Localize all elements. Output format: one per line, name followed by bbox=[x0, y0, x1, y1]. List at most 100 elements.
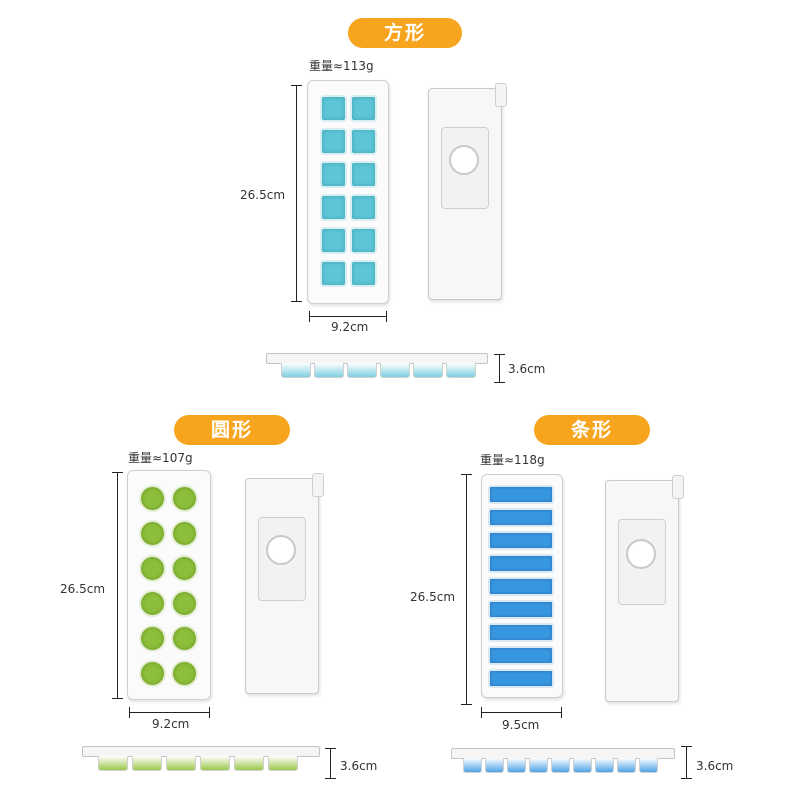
round-height-label: 26.5cm bbox=[60, 582, 106, 596]
square-depth-line bbox=[499, 354, 500, 382]
ice-cell-round bbox=[139, 555, 166, 582]
ice-cell-round bbox=[171, 555, 198, 582]
ice-cell-strip bbox=[488, 646, 554, 665]
strip-height-label: 26.5cm bbox=[410, 590, 456, 604]
ice-cell-square bbox=[350, 161, 377, 188]
square-height-line bbox=[296, 85, 297, 301]
strip-width-label: 9.5cm bbox=[502, 718, 540, 732]
strip-width-cap-left bbox=[481, 707, 482, 718]
round-width-cap-left bbox=[129, 707, 130, 718]
ice-cell-square bbox=[320, 227, 347, 254]
round-title: 圆形 bbox=[210, 419, 253, 441]
round-depth-label: 3.6cm bbox=[340, 759, 378, 773]
strip-depth-cap-top bbox=[681, 746, 692, 747]
ice-cell-strip bbox=[488, 600, 554, 619]
lid-tab bbox=[672, 475, 684, 499]
strip-tray bbox=[481, 474, 563, 698]
ice-cell-round bbox=[171, 590, 198, 617]
square-height-cap-bottom bbox=[291, 301, 302, 302]
ice-cell-round bbox=[139, 660, 166, 687]
ice-cell-square bbox=[350, 227, 377, 254]
round-height-line bbox=[117, 472, 118, 698]
ice-cell-square bbox=[350, 128, 377, 155]
side-cup-strip bbox=[507, 758, 526, 773]
round-width-line bbox=[129, 712, 209, 713]
side-cup-strip bbox=[617, 758, 636, 773]
square-tray bbox=[307, 80, 389, 304]
lid-hole bbox=[449, 145, 479, 175]
ice-cell-square bbox=[350, 260, 377, 287]
ice-cell-round bbox=[139, 590, 166, 617]
square-height-cap-top bbox=[291, 85, 302, 86]
square-depth-label: 3.6cm bbox=[508, 362, 546, 376]
side-cup-round bbox=[268, 756, 298, 771]
ice-cell-square bbox=[320, 128, 347, 155]
ice-cell-round bbox=[171, 660, 198, 687]
side-cup-round bbox=[234, 756, 264, 771]
ice-cell-square bbox=[320, 161, 347, 188]
ice-cell-round bbox=[139, 625, 166, 652]
side-cup-round bbox=[132, 756, 162, 771]
side-cup-strip bbox=[595, 758, 614, 773]
round-depth-cap-top bbox=[325, 748, 336, 749]
round-depth-line bbox=[330, 748, 331, 778]
lid-tab bbox=[495, 83, 507, 107]
strip-height-line bbox=[466, 474, 467, 704]
ice-cell-square bbox=[320, 95, 347, 122]
side-cup-square bbox=[314, 363, 344, 378]
side-cup-strip bbox=[463, 758, 482, 773]
square-depth-cap-top bbox=[494, 354, 505, 355]
ice-cell-strip bbox=[488, 623, 554, 642]
side-cup-strip bbox=[573, 758, 592, 773]
ice-cell-square bbox=[350, 194, 377, 221]
lid-tab bbox=[312, 473, 324, 497]
square-width-cap-right bbox=[386, 311, 387, 322]
ice-cell-round bbox=[139, 520, 166, 547]
round-width-label: 9.2cm bbox=[152, 717, 190, 731]
square-width-line bbox=[309, 316, 386, 317]
ice-cell-round bbox=[171, 485, 198, 512]
ice-cell-strip bbox=[488, 508, 554, 527]
round-height-cap-top bbox=[112, 472, 123, 473]
square-side-view-top bbox=[266, 353, 488, 364]
side-cup-square bbox=[347, 363, 377, 378]
side-cup-round bbox=[98, 756, 128, 771]
strip-weight: 重量≈118g bbox=[480, 453, 545, 467]
ice-cell-round bbox=[139, 485, 166, 512]
ice-cell-square bbox=[320, 194, 347, 221]
round-title-badge: 圆形 bbox=[174, 415, 290, 445]
side-cup-square bbox=[380, 363, 410, 378]
round-depth-cap-bottom bbox=[325, 778, 336, 779]
strip-lid bbox=[605, 475, 684, 702]
ice-cell-strip bbox=[488, 669, 554, 688]
square-depth-cap-bottom bbox=[494, 382, 505, 383]
round-lid bbox=[245, 473, 324, 694]
strip-title-badge: 条形 bbox=[534, 415, 650, 445]
side-cup-round bbox=[166, 756, 196, 771]
square-width-label: 9.2cm bbox=[331, 320, 369, 334]
strip-width-line bbox=[481, 712, 561, 713]
side-cup-strip bbox=[551, 758, 570, 773]
ice-cell-square bbox=[350, 95, 377, 122]
side-cup-strip bbox=[485, 758, 504, 773]
strip-width-cap-right bbox=[561, 707, 562, 718]
square-lid bbox=[428, 83, 507, 300]
strip-title: 条形 bbox=[570, 419, 613, 441]
round-height-cap-bottom bbox=[112, 698, 123, 699]
ice-cell-square bbox=[320, 260, 347, 287]
side-cup-strip bbox=[639, 758, 658, 773]
round-width-cap-right bbox=[209, 707, 210, 718]
side-cup-round bbox=[200, 756, 230, 771]
side-cup-square bbox=[281, 363, 311, 378]
round-weight: 重量≈107g bbox=[128, 451, 193, 465]
side-cup-square bbox=[446, 363, 476, 378]
side-cup-strip bbox=[529, 758, 548, 773]
strip-height-cap-bottom bbox=[461, 704, 472, 705]
strip-depth-cap-bottom bbox=[681, 778, 692, 779]
square-weight: 重量≈113g bbox=[309, 59, 374, 73]
ice-cell-strip bbox=[488, 554, 554, 573]
ice-cell-round bbox=[171, 520, 198, 547]
lid-hole bbox=[626, 539, 656, 569]
strip-depth-label: 3.6cm bbox=[696, 759, 734, 773]
strip-depth-line bbox=[686, 746, 687, 778]
